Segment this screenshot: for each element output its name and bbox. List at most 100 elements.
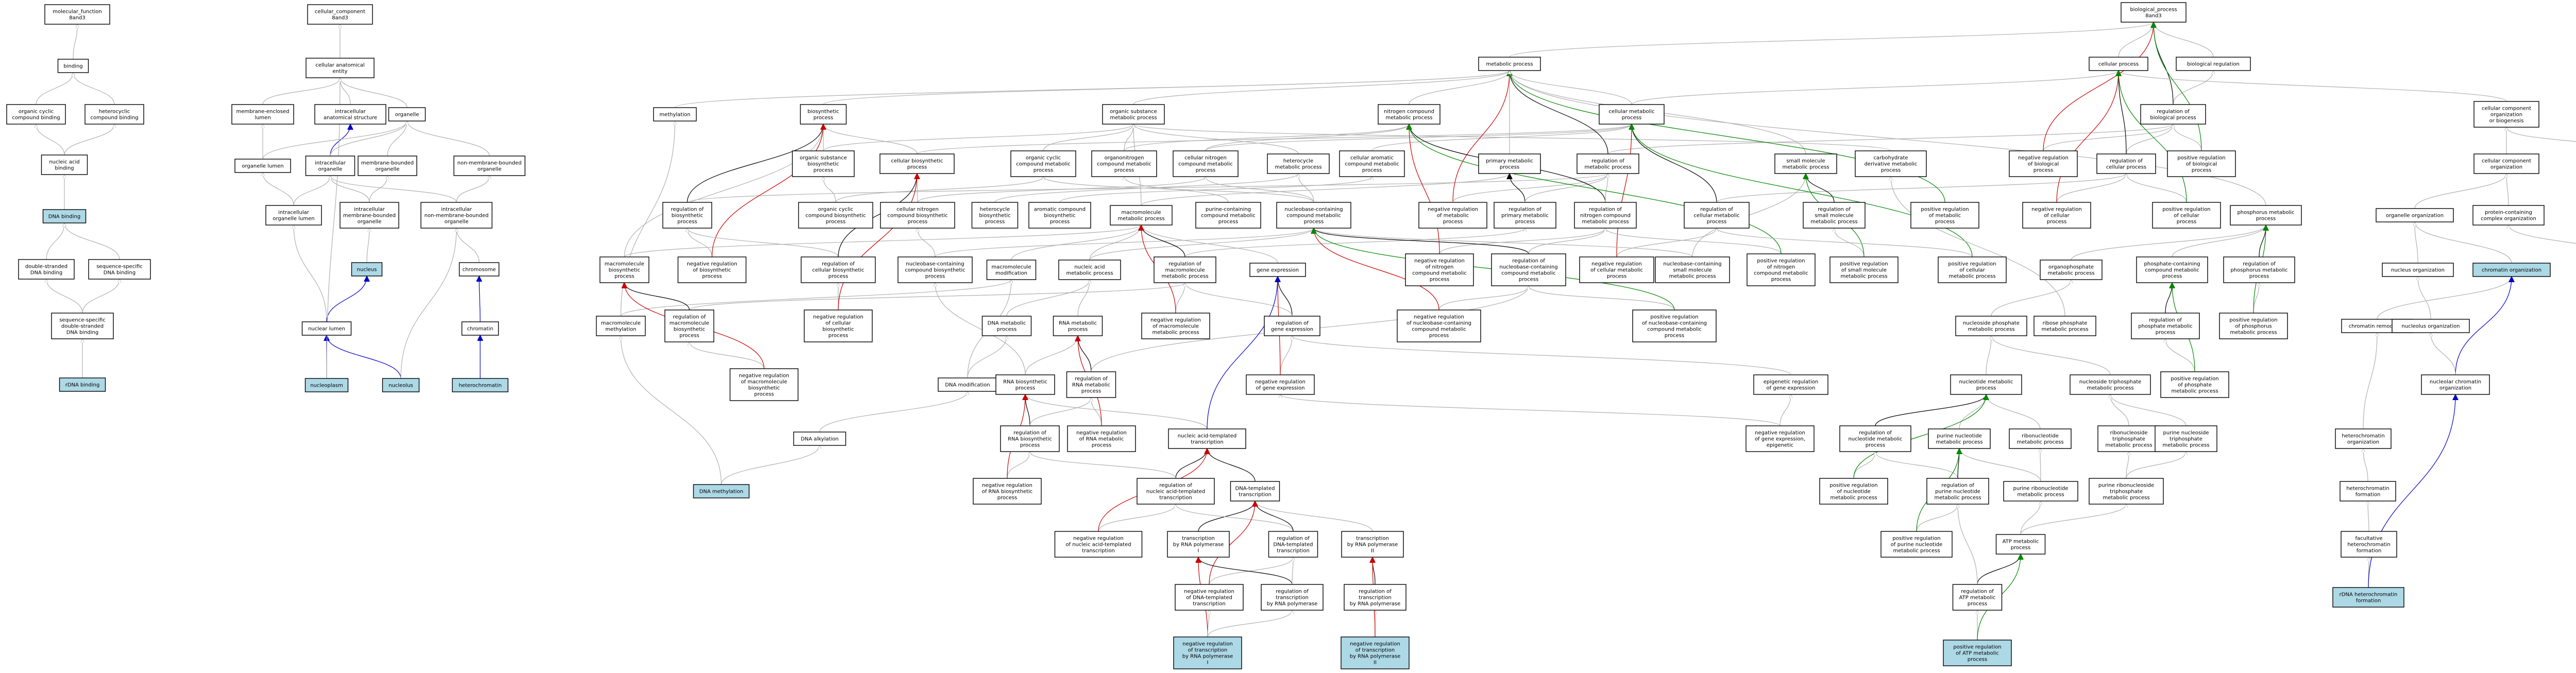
go-term-node-organelle[interactable]: organelle [388, 107, 426, 122]
go-term-node-geneexp[interactable]: gene expression [1249, 263, 1306, 277]
go-term-node-rdnab[interactable]: rDNA binding [59, 377, 106, 392]
go-term-node-metproc[interactable]: metabolic process [1478, 57, 1541, 71]
go-term-node-orglumen[interactable]: organelle lumen [234, 159, 291, 173]
go-term-node-nucleoplasm[interactable]: nucleoplasm [304, 378, 349, 392]
go-term-node-hetchrom[interactable]: heterochromatin [452, 378, 509, 392]
go-term-node-chromorg[interactable]: chromatin organization [2472, 263, 2551, 277]
go-term-node-orgorg[interactable]: organelle organization [2376, 208, 2454, 222]
go-term-node-nucleus[interactable]: nucleus [351, 262, 383, 277]
go-term-node-cellproc[interactable]: cellular process [2089, 57, 2148, 71]
go-term-node-dnamod[interactable]: DNA modification [938, 377, 997, 392]
go-term-node-regnbcmet[interactable]: regulation ofnucleobase-containingcompou… [1491, 253, 1566, 286]
go-term-node-regmacbio[interactable]: regulation ofmacromoleculebiosyntheticpr… [664, 309, 715, 342]
go-term-node-dnabinding[interactable]: DNA binding [42, 209, 87, 223]
go-term-node-chromatin[interactable]: chromatin [461, 321, 499, 336]
go-term-node-biolreg[interactable]: biological regulation [2176, 57, 2251, 71]
go-term-node-nucleolorg[interactable]: nucleolus organization [2392, 319, 2470, 333]
go-term-node-nucleolus[interactable]: nucleolus [382, 378, 420, 392]
go-term-node-purribtri[interactable]: purine ribonucleosidetriphosphatemetabol… [2089, 478, 2164, 505]
